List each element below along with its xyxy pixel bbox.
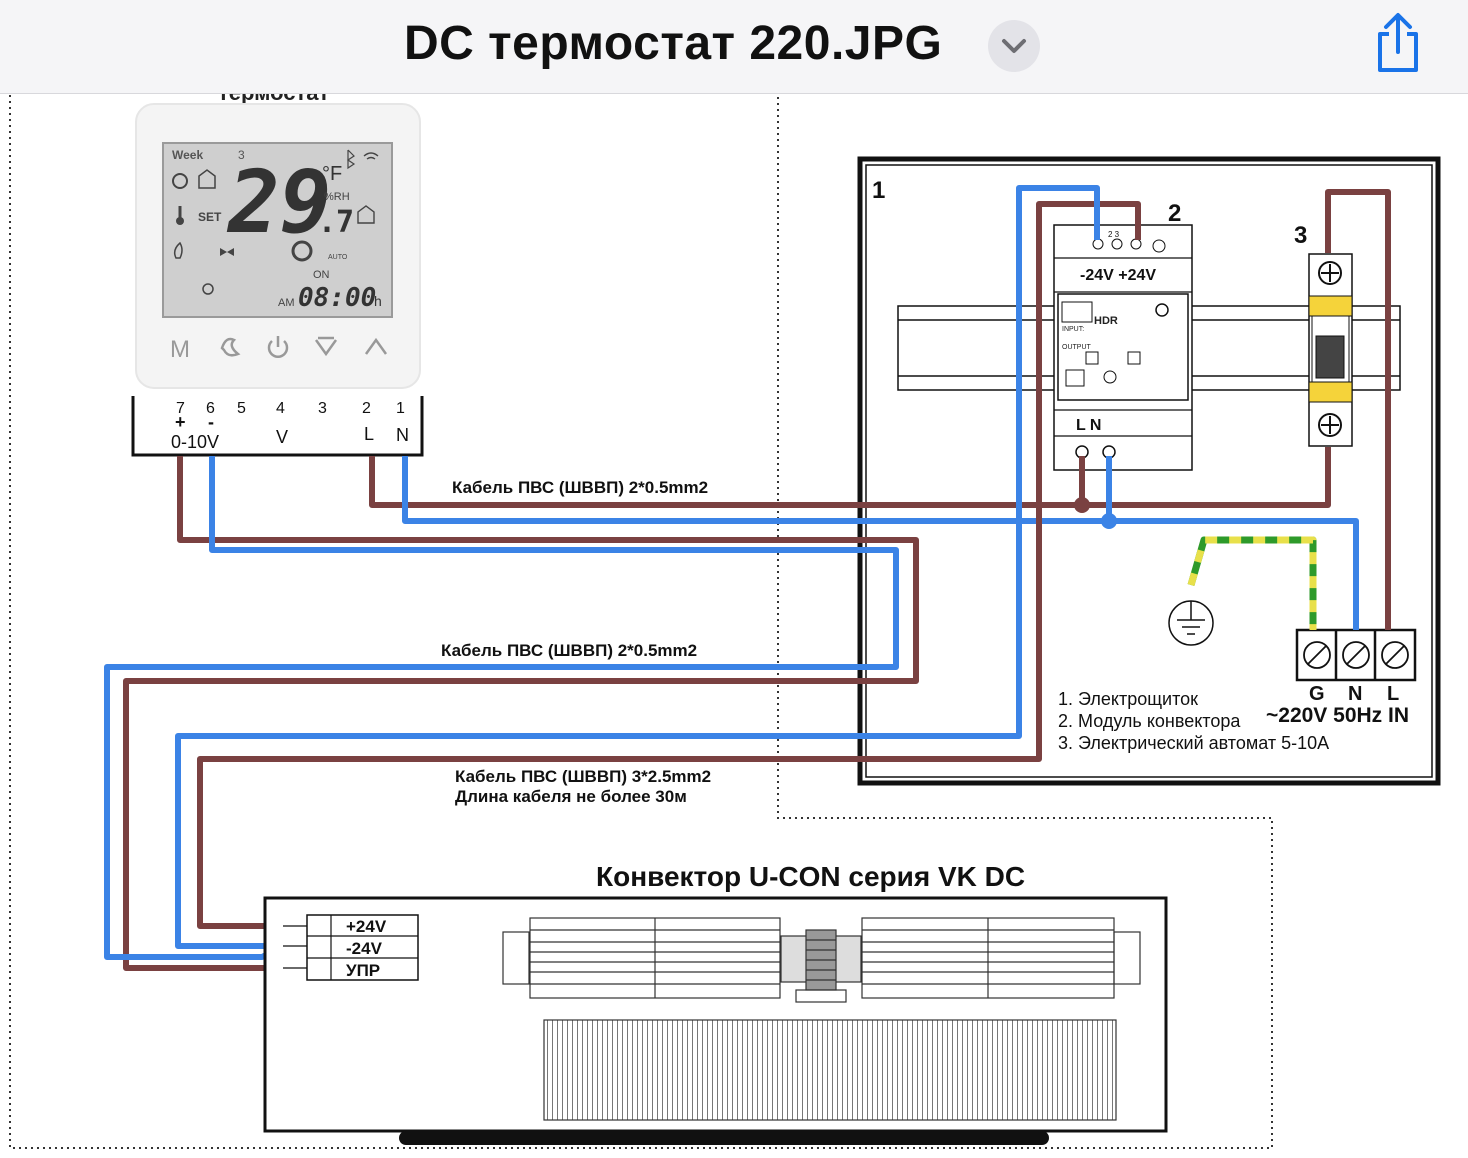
- psu-output: OUTPUT: [1062, 344, 1092, 351]
- panel-number-3: 3: [1294, 222, 1307, 249]
- fan-lcd-icon: [291, 240, 313, 262]
- convector-terminal-plus24: +24V: [346, 917, 387, 936]
- wire-psu-plus24: [197, 201, 1141, 929]
- terminal-3: 3: [318, 400, 327, 417]
- terminal-1: 1: [396, 400, 405, 417]
- up-button-icon: [364, 337, 388, 355]
- home-thermo-icon: [357, 205, 375, 224]
- terminal-l: L: [364, 424, 374, 444]
- thermostat-device: термостат Week 3 29 .7 °F %RH SET ON AM …: [135, 80, 421, 389]
- tangential-fan-left: [502, 917, 781, 999]
- lcd-rh: %RH: [324, 191, 350, 203]
- wifi-icon: [363, 152, 379, 160]
- terminal-minus: -: [208, 412, 214, 432]
- terminal-0-10v: 0-10V: [171, 432, 219, 452]
- sun-icon: [202, 283, 214, 295]
- terminal-v: V: [276, 427, 288, 447]
- lcd-time: 08:00: [298, 283, 376, 313]
- lcd-on: ON: [313, 269, 330, 281]
- psu-brand: HDR: [1094, 315, 1118, 327]
- terminal-7: 7: [176, 400, 185, 417]
- lcd-week: Week: [172, 148, 203, 162]
- input-terminal-l: L: [1387, 683, 1399, 705]
- lcd-day: 3: [238, 148, 245, 162]
- lcd-temp-decimal: .7: [318, 205, 354, 240]
- lcd-unit: °F: [322, 163, 342, 185]
- legend-item-1: 1. Электрощиток: [1058, 689, 1198, 709]
- lcd-set: SET: [198, 210, 222, 224]
- wires: [104, 185, 1391, 971]
- bluetooth-icon: [346, 149, 356, 170]
- breaker-screw-bottom: [1318, 413, 1342, 437]
- psu-input: INPUT:: [1062, 326, 1084, 333]
- convector-unit: Конвектор U-CON серия VK DC +24V -24V УП…: [263, 861, 1168, 1145]
- psu-small-label: 2 3: [1108, 230, 1120, 239]
- terminal-n: N: [396, 425, 409, 445]
- lcd-am: AM: [278, 297, 295, 309]
- lcd-screen: [162, 142, 393, 318]
- lcd-time-unit: h: [374, 293, 382, 309]
- terminal-6: 6: [206, 400, 215, 417]
- button-m: M: [170, 336, 190, 363]
- flame-icon: [173, 241, 183, 259]
- convector-title: Конвектор U-CON серия VK DC: [596, 861, 1025, 892]
- supply-label: ~220V 50Hz IN: [1266, 704, 1409, 727]
- panel-number-2: 2: [1168, 200, 1181, 227]
- chevron-down-icon[interactable]: [988, 20, 1040, 72]
- fan-motor: [780, 929, 862, 1003]
- wire-plus-0-10v: [123, 456, 919, 971]
- legend-item-2: 2. Модуль конвектора: [1058, 711, 1241, 731]
- wire-thermostat-n: [402, 456, 1359, 630]
- cable-label-1: Кабель ПВС (ШВВП) 2*0.5mm2: [452, 478, 708, 497]
- electrical-panel: 1 2 3 2 3 -24V +24V HDR INPUT: OUTPUT: [857, 156, 1441, 786]
- wire-minus-0-10v: [104, 456, 899, 960]
- psu-voltage-label: -24V +24V: [1080, 267, 1156, 284]
- power-button-icon: [267, 336, 289, 358]
- file-title[interactable]: DC термостат 220.JPG: [404, 17, 943, 70]
- convector-terminal-upr: УПР: [346, 961, 380, 980]
- cable-label-3-line2: Длина кабеля не более 30м: [455, 787, 687, 806]
- clock-icon: [172, 173, 188, 189]
- home-icon: [198, 169, 216, 189]
- terminal-4: 4: [276, 400, 285, 417]
- ground-wire: [1187, 536, 1317, 630]
- thermostat-terminal-block: 7 6 5 4 3 2 1 + - 0-10V V L N: [131, 396, 424, 457]
- input-terminal-n: N: [1348, 683, 1362, 705]
- terminal-plus: +: [175, 412, 186, 432]
- junction-l: [1074, 497, 1090, 513]
- breaker-screw-top: [1318, 261, 1342, 285]
- input-terminal-block: G N L ~220V 50Hz IN: [1266, 628, 1417, 727]
- lcd-auto: AUTO: [328, 254, 348, 261]
- wire-thermostat-l: [369, 447, 1331, 508]
- wire-breaker-to-input-l: [1325, 189, 1391, 630]
- panel-number-1: 1: [872, 177, 885, 204]
- share-icon[interactable]: [1370, 12, 1426, 76]
- convector-terminal-minus24: -24V: [346, 939, 383, 958]
- terminal-2: 2: [362, 400, 371, 417]
- valve-icon: [220, 248, 234, 256]
- wire-psu-minus24: [175, 185, 1100, 949]
- ground-symbol-icon: [1168, 600, 1214, 646]
- top-bar: DC термостат 220.JPG: [0, 0, 1468, 94]
- fan-button-icon: [220, 337, 241, 357]
- lcd-temperature: 29: [226, 153, 332, 253]
- cable-label-3-line1: Кабель ПВС (ШВВП) 3*2.5mm2: [455, 767, 711, 786]
- junction-n: [1101, 513, 1117, 529]
- legend-item-3: 3. Электрический автомат 5-10А: [1058, 733, 1329, 753]
- dotted-outline: [9, 95, 1273, 1149]
- cable-label-2: Кабель ПВС (ШВВП) 2*0.5mm2: [441, 641, 697, 660]
- psu-ln-label: L N: [1076, 417, 1101, 434]
- down-button-icon: [314, 336, 338, 357]
- circuit-breaker: [1308, 253, 1353, 447]
- terminal-5: 5: [237, 400, 246, 417]
- heat-exchanger: [543, 1019, 1117, 1121]
- power-supply-module: 2 3 -24V +24V HDR INPUT: OUTPUT L N: [1053, 224, 1193, 471]
- tangential-fan-right: [861, 917, 1141, 999]
- input-terminal-g: G: [1309, 683, 1325, 705]
